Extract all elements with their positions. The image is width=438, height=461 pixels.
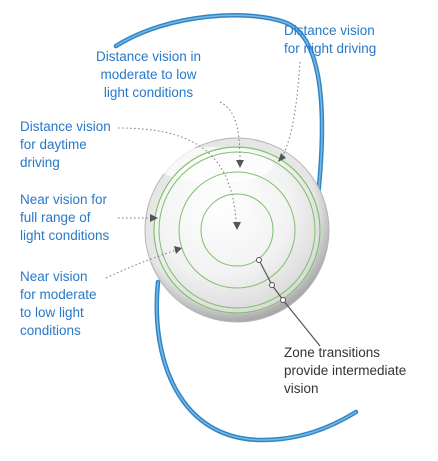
leader-distance-night-arrow [278,153,286,162]
transition-marker-2 [269,282,275,288]
leader-distance-moderate [219,101,241,163]
label-near-moderate: Near vision for moderate to low light co… [20,269,97,338]
leader-zone-transitions [258,259,321,347]
label-distance-moderate: Distance vision in moderate to low light… [96,49,202,100]
leader-distance-night [281,61,301,159]
zone-ring-mid [178,171,296,289]
zone-ring-outer-2 [158,151,316,309]
lower-haptic-inner [156,281,357,441]
transition-marker-3 [280,297,286,303]
label-near-full: Near vision for full range of light cond… [20,192,110,243]
leader-distance-day [117,127,237,223]
label-distance-night: Distance vision for night driving [284,23,377,56]
leader-distance-day-arrow [233,222,241,230]
zone-ring-outer [153,146,321,314]
label-zone-transitions: Zone transitions provide intermediate vi… [284,345,407,396]
transition-marker-1 [256,257,262,263]
upper-haptic-inner [115,14,323,197]
zone-ring-inner [200,193,274,267]
lens-highlight [157,147,273,183]
label-distance-day: Distance vision for daytime driving [20,119,111,170]
leader-near-moderate-arrow [174,246,182,254]
leader-distance-moderate-arrow [236,160,244,168]
leader-near-full-arrow [150,214,158,222]
